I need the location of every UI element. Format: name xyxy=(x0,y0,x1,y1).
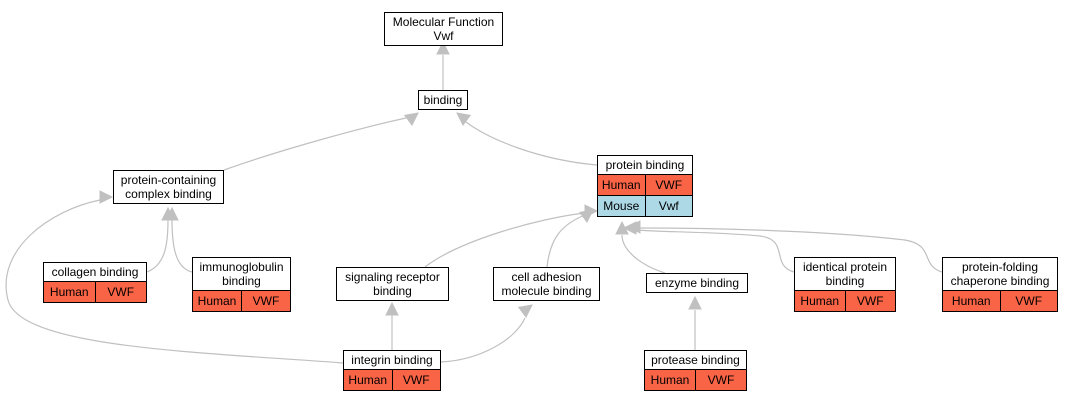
species-cell: Human xyxy=(197,294,237,308)
arrowhead-imm-pcb xyxy=(165,206,179,221)
node-title-line: protease binding xyxy=(651,353,740,367)
go-node-enz[interactable]: enzyme binding xyxy=(646,273,748,293)
species-row-human: Human VWF xyxy=(943,290,1057,311)
node-title-line: collagen binding xyxy=(51,265,139,279)
species-cell: Human xyxy=(800,294,840,308)
species-cell: Mouse xyxy=(603,199,640,213)
species-cell: Human xyxy=(650,373,690,387)
node-title-line: immunoglobulin xyxy=(199,260,284,274)
node-title-line: binding xyxy=(423,93,463,107)
node-title-line: signaling receptor xyxy=(345,270,440,284)
node-title: enzyme binding xyxy=(647,274,747,292)
species-row-human: Human VWF xyxy=(645,369,746,390)
node-title-line: binding xyxy=(825,274,865,288)
species-row-human: Human VWF xyxy=(795,290,895,311)
edge-pb-bind xyxy=(465,121,598,166)
node-title-line: protein-folding xyxy=(961,260,1039,274)
node-title: protein binding xyxy=(598,156,692,174)
species-cell: Human xyxy=(951,294,991,308)
node-title-line: protein-containing xyxy=(120,173,217,187)
node-title-line: identical protein xyxy=(802,260,888,274)
arrowhead-bind-mf xyxy=(436,40,450,55)
node-title-line: Molecular Function xyxy=(392,15,495,29)
gene-cell: VWF xyxy=(94,282,147,302)
edge-col-pcb xyxy=(146,219,169,273)
node-title-line: binding xyxy=(222,274,261,288)
arrowhead-int-cell xyxy=(517,304,533,318)
node-title-line: complex binding xyxy=(125,187,212,201)
node-title-line: molecule binding xyxy=(501,284,592,298)
arrowhead-pb-bind xyxy=(456,112,472,126)
node-title-line: binding xyxy=(373,284,412,298)
node-title: protease binding xyxy=(645,351,746,369)
arrowhead-int-pcb xyxy=(99,190,114,204)
species-cell: Human xyxy=(601,178,641,192)
edge-idp-pb xyxy=(635,229,795,273)
edge-pfc-pb xyxy=(639,227,943,273)
node-title-line: integrin binding xyxy=(351,353,433,367)
go-node-bind[interactable]: binding xyxy=(418,90,468,110)
species-row-mouse: Mouse Vwf xyxy=(598,195,692,216)
node-title: integrin binding xyxy=(344,351,440,369)
edge-enz-pb xyxy=(621,234,666,274)
arrowhead-pfc-pb xyxy=(626,220,641,234)
node-title: collagen binding xyxy=(44,263,146,281)
gene-cell: VWF xyxy=(391,370,441,390)
gene-cell: VWF xyxy=(644,175,693,195)
edge-sig-pb xyxy=(424,212,586,268)
edge-int-cell xyxy=(440,317,526,363)
edge-imm-pcb xyxy=(171,219,193,273)
node-title-line: enzyme binding xyxy=(654,276,740,290)
species-cell: Human xyxy=(49,285,89,299)
edge-pcb-bind xyxy=(223,117,407,171)
node-title-line: cell adhesion xyxy=(511,270,582,284)
gene-cell: VWF xyxy=(241,291,290,311)
species-cell: Human xyxy=(348,373,388,387)
species-row-human: Human VWF xyxy=(44,281,146,302)
gene-cell: VWF xyxy=(844,291,896,311)
node-title-line: protein binding xyxy=(605,158,685,172)
node-title: binding xyxy=(419,91,467,109)
gene-cell: VWF xyxy=(695,370,746,390)
edge-cell-pb xyxy=(546,214,586,268)
edge-int-pcb xyxy=(5,199,344,364)
arrowhead-int-sig xyxy=(385,301,399,316)
node-title-line: chaperone binding xyxy=(950,274,1050,288)
arrowhead-cell-pb xyxy=(578,209,594,223)
arrowhead-pcb-bind xyxy=(403,112,419,126)
species-row-human: Human VWF xyxy=(193,290,290,311)
gene-cell: VWF xyxy=(999,291,1058,311)
gene-cell: Vwf xyxy=(644,196,693,216)
arrowhead-prot-enz xyxy=(688,295,702,310)
node-title-line: Vwf xyxy=(433,29,454,43)
